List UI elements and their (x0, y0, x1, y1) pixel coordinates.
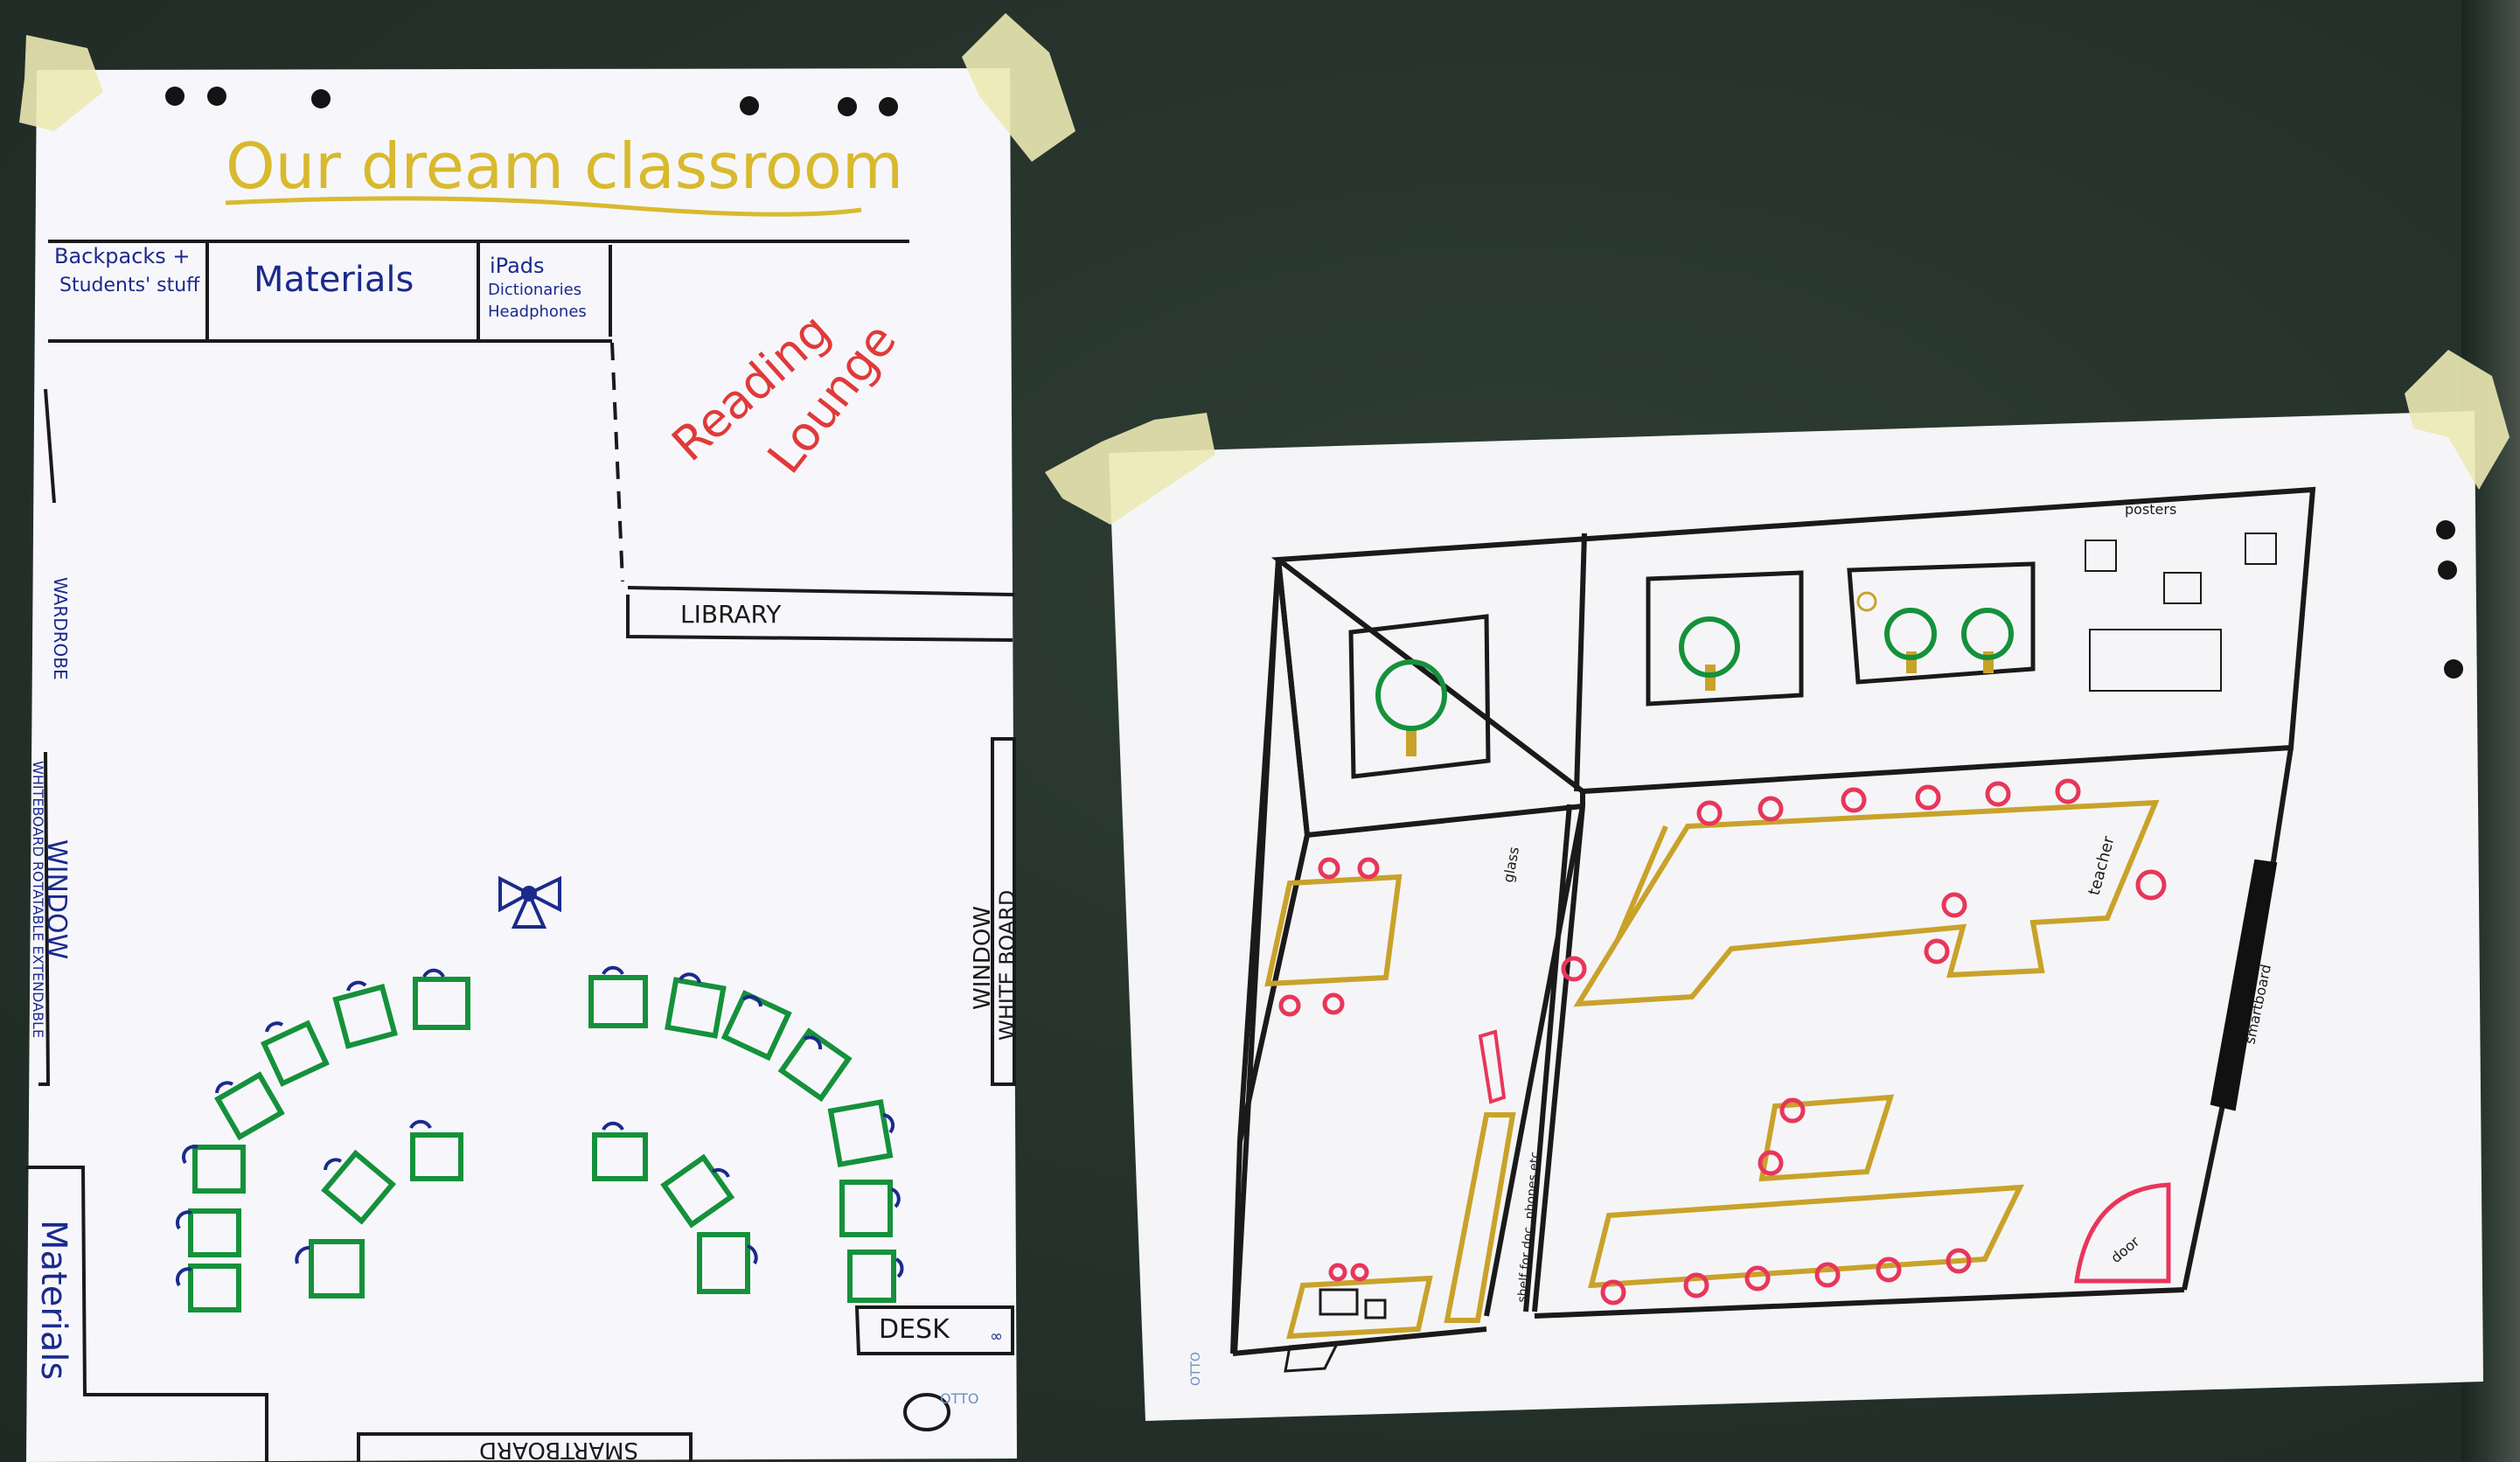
student-desk (214, 1071, 285, 1141)
shelf-dictionaries-label: Dictionaries (488, 281, 581, 299)
left-whiteboard-label: WHITEBOARD ROTATABLE EXTENDABLE (30, 761, 46, 1038)
student-desk (592, 1132, 648, 1181)
library-label: LIBRARY (680, 600, 782, 629)
shelf-backpacks-label-2: Students' stuff (59, 275, 200, 296)
smartboard-bar (2210, 859, 2278, 1111)
student-desk (192, 1145, 246, 1194)
title-underline (225, 196, 862, 217)
desk-group-right (588, 975, 896, 1303)
punch-holes-right (2436, 520, 2463, 679)
shelf-backpacks-label-1: Backpacks + (54, 244, 191, 268)
shelf-unit (1444, 1112, 1516, 1323)
student-desk (665, 977, 727, 1039)
tape-right-poster-right (2405, 350, 2510, 490)
shelf-ipads-label: iPads (490, 254, 545, 278)
world-map (2089, 629, 2222, 692)
reading-lounge-walls (610, 342, 1015, 596)
punch-holes-left (165, 87, 898, 116)
right-paper (1109, 411, 2483, 1421)
materials-cabinet (26, 1166, 268, 1462)
smartboard-frame (357, 1432, 693, 1462)
student-desk (839, 1180, 893, 1237)
right-poster: posters glass shelf for doc. phones etc. (1045, 350, 2510, 1421)
left-poster: Our dream classroom Backpacks + Students… (19, 13, 1076, 1462)
left-paper (26, 68, 1017, 1462)
sun-icon (1856, 591, 1877, 612)
right-whiteboard-label: WHITE BOARD (995, 890, 1020, 1041)
smartboard-label: SMARTBOARD (479, 1437, 638, 1462)
student-desk (777, 1027, 853, 1103)
wall-windows (1348, 561, 2036, 779)
materials-side-label: Materials (33, 1220, 73, 1380)
library-shelf (626, 595, 1013, 642)
tree-icon (1884, 608, 1937, 673)
plant-icon (1478, 1029, 1507, 1104)
right-window-label: WINDOW (970, 906, 996, 1010)
tape-right-poster-left (1045, 413, 1215, 525)
projector-icon (498, 875, 561, 929)
desk-arc (188, 975, 896, 1312)
student-desk (847, 1250, 896, 1303)
tape-right-top (962, 13, 1076, 162)
poster-title: Our dream classroom (226, 129, 903, 203)
wardrobe-label: WARDROBE (50, 577, 71, 680)
desk-icon-label: ∞ (990, 1327, 1003, 1346)
shelf-headphones-label: Headphones (488, 303, 587, 321)
student-desk (332, 983, 398, 1049)
teacher-desk-right (1286, 1275, 1433, 1340)
tape-left-top (19, 35, 103, 131)
table-u-shape (1573, 799, 2160, 1007)
chairs-right-poster (1278, 778, 2167, 1305)
table-small-left (1264, 874, 1403, 987)
room-walls (1230, 486, 2316, 1356)
student-desk (321, 1149, 397, 1225)
student-desk (188, 1264, 241, 1312)
tree-icon (1375, 659, 1447, 756)
student-desk (410, 1132, 463, 1181)
chairs-left-poster (176, 965, 904, 1287)
left-window-label: WINDOW (41, 839, 72, 959)
posters-wall (2085, 533, 2277, 692)
desk-group-left (188, 977, 470, 1312)
teacher-desk (854, 1305, 1014, 1355)
desk-label: DESK (879, 1314, 950, 1345)
right-wall-window (991, 737, 1016, 1086)
student-desk (588, 975, 648, 1028)
student-desk (660, 1153, 735, 1229)
shelf-materials-label: Materials (254, 260, 414, 300)
student-desk (720, 990, 792, 1062)
student-desk (309, 1239, 365, 1298)
top-shelves (48, 240, 909, 343)
wastebin-circle (903, 1393, 950, 1431)
right-brand-label: OTTO (1189, 1352, 1203, 1386)
door-arc (2074, 1182, 2171, 1284)
left-wall-lines (38, 388, 56, 1086)
tree-icon (1961, 608, 2014, 673)
student-desk (260, 1020, 330, 1088)
computer-icon (1284, 1288, 1387, 1373)
student-desk (188, 1208, 241, 1257)
posters-label: posters (2125, 501, 2176, 518)
tree-icon (1679, 616, 1740, 691)
student-desk (413, 977, 470, 1030)
window-trees (1375, 591, 2014, 756)
left-brand-label: OTTO (940, 1390, 978, 1407)
student-desk (697, 1232, 750, 1294)
student-desk (827, 1098, 894, 1168)
